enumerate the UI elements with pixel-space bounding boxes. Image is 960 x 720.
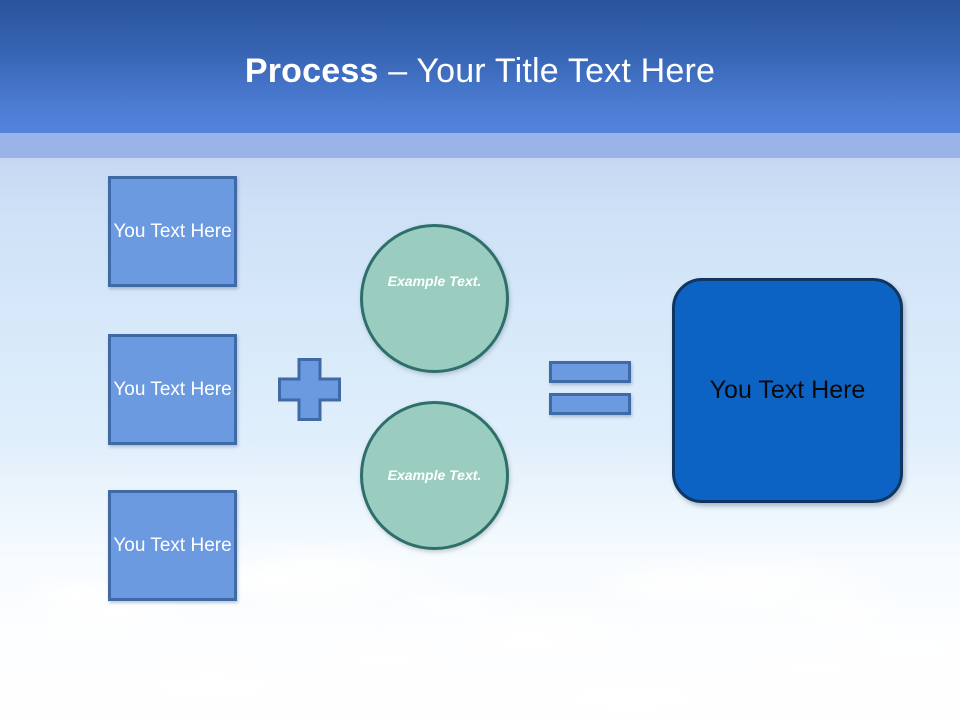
example-circle-2[interactable]: Example Text.: [360, 401, 509, 550]
input-box-3-label: You Text Here: [113, 534, 232, 556]
input-box-2[interactable]: You Text Here: [108, 334, 237, 445]
plus-icon: [278, 358, 341, 421]
title-banner-underline: [0, 133, 960, 158]
equals-bar-top: [549, 361, 631, 383]
example-circle-1-label: Example Text.: [387, 273, 482, 289]
result-box[interactable]: You Text Here: [672, 278, 903, 503]
input-box-1-label: You Text Here: [113, 220, 232, 242]
equals-bar-bottom: [549, 393, 631, 415]
page-title-bold: Process: [244, 52, 379, 90]
example-circle-2-label: Example Text.: [387, 467, 482, 483]
result-box-label: You Text Here: [709, 376, 866, 404]
page-title-regular: – Your Title Text Here: [378, 52, 716, 90]
title-banner: [0, 0, 960, 133]
input-box-2-label: You Text Here: [113, 378, 232, 400]
input-box-1[interactable]: You Text Here: [108, 176, 237, 287]
example-circle-1[interactable]: Example Text.: [360, 224, 509, 373]
page-title: Process – Your Title Text Here: [0, 50, 960, 92]
equals-icon: [549, 361, 631, 415]
input-box-3[interactable]: You Text Here: [108, 490, 237, 601]
